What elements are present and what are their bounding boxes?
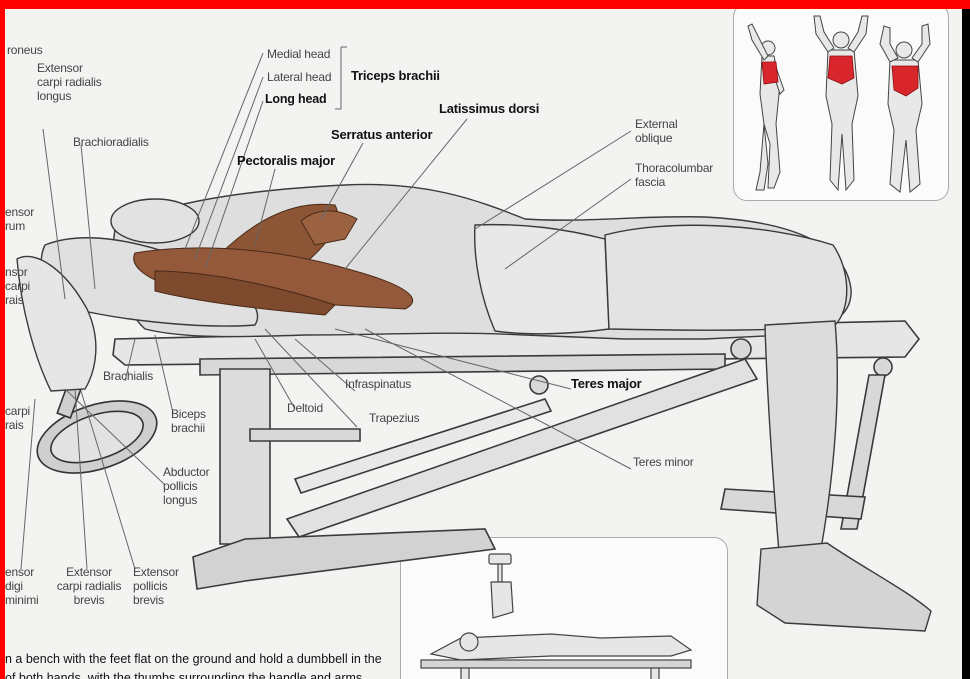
label-long-head: Long head	[265, 92, 326, 106]
head	[111, 199, 199, 243]
label-trapezius: Trapezius	[369, 411, 419, 425]
label-extensor-carpi-radialis-brevis: Extensor carpi radialis brevis	[51, 565, 127, 607]
anatomy-illustration-page: roneus Extensor carpi radialis longus Br…	[5, 9, 962, 679]
red-top-border	[0, 0, 970, 9]
label-left-edge-1: ensor rum	[5, 205, 34, 233]
label-left-edge-3: carpi rais	[5, 404, 30, 432]
label-extensor-carpi-radialis-longus: Extensor carpi radialis longus	[37, 61, 102, 103]
label-abductor-pollicis-longus: Abductor pollicis longus	[163, 465, 209, 507]
bench-hinge-2	[731, 339, 751, 359]
label-thoracolumbar-fascia: Thoracolumbar fascia	[635, 161, 713, 189]
label-pectoralis-major: Pectoralis major	[237, 154, 335, 168]
label-latissimus-dorsi: Latissimus dorsi	[439, 102, 539, 116]
caption-line-2: of both hands, with the thumbs surroundi…	[5, 669, 400, 679]
shorts	[475, 225, 609, 334]
label-brachioradialis: Brachioradialis	[73, 135, 149, 149]
label-left-edge-2: nsor carpi rais	[5, 265, 30, 307]
label-teres-minor: Teres minor	[633, 455, 693, 469]
label-brachialis: Brachialis	[103, 369, 153, 383]
label-deltoid: Deltoid	[287, 401, 323, 415]
thigh	[605, 225, 847, 330]
label-left-edge-4: ensor digi minimi	[5, 565, 38, 607]
foot-sandal	[757, 543, 931, 631]
label-lateral-head: Lateral head	[267, 70, 331, 84]
label-triceps-brachii: Triceps brachii	[351, 69, 440, 83]
label-extensor-pollicis-brevis: Extensor pollicis brevis	[133, 565, 179, 607]
bench-pin	[250, 429, 360, 441]
label-biceps-brachii: Biceps brachii	[171, 407, 206, 435]
lower-leg	[765, 321, 837, 553]
label-external-oblique: External oblique	[635, 117, 677, 145]
label-serratus-anterior: Serratus anterior	[331, 128, 432, 142]
label-peroneus: roneus	[7, 43, 43, 57]
label-infraspinatus: Infraspinatus	[345, 377, 411, 391]
caption-line-1: n a bench with the feet flat on the grou…	[5, 650, 400, 669]
bench-front-leg	[220, 369, 270, 544]
instruction-caption: n a bench with the feet flat on the grou…	[5, 650, 400, 679]
bench-hinge-1	[530, 376, 548, 394]
label-medial-head: Medial head	[267, 47, 330, 61]
label-teres-major: Teres major	[571, 377, 642, 391]
bench-hinge-3	[874, 358, 892, 376]
